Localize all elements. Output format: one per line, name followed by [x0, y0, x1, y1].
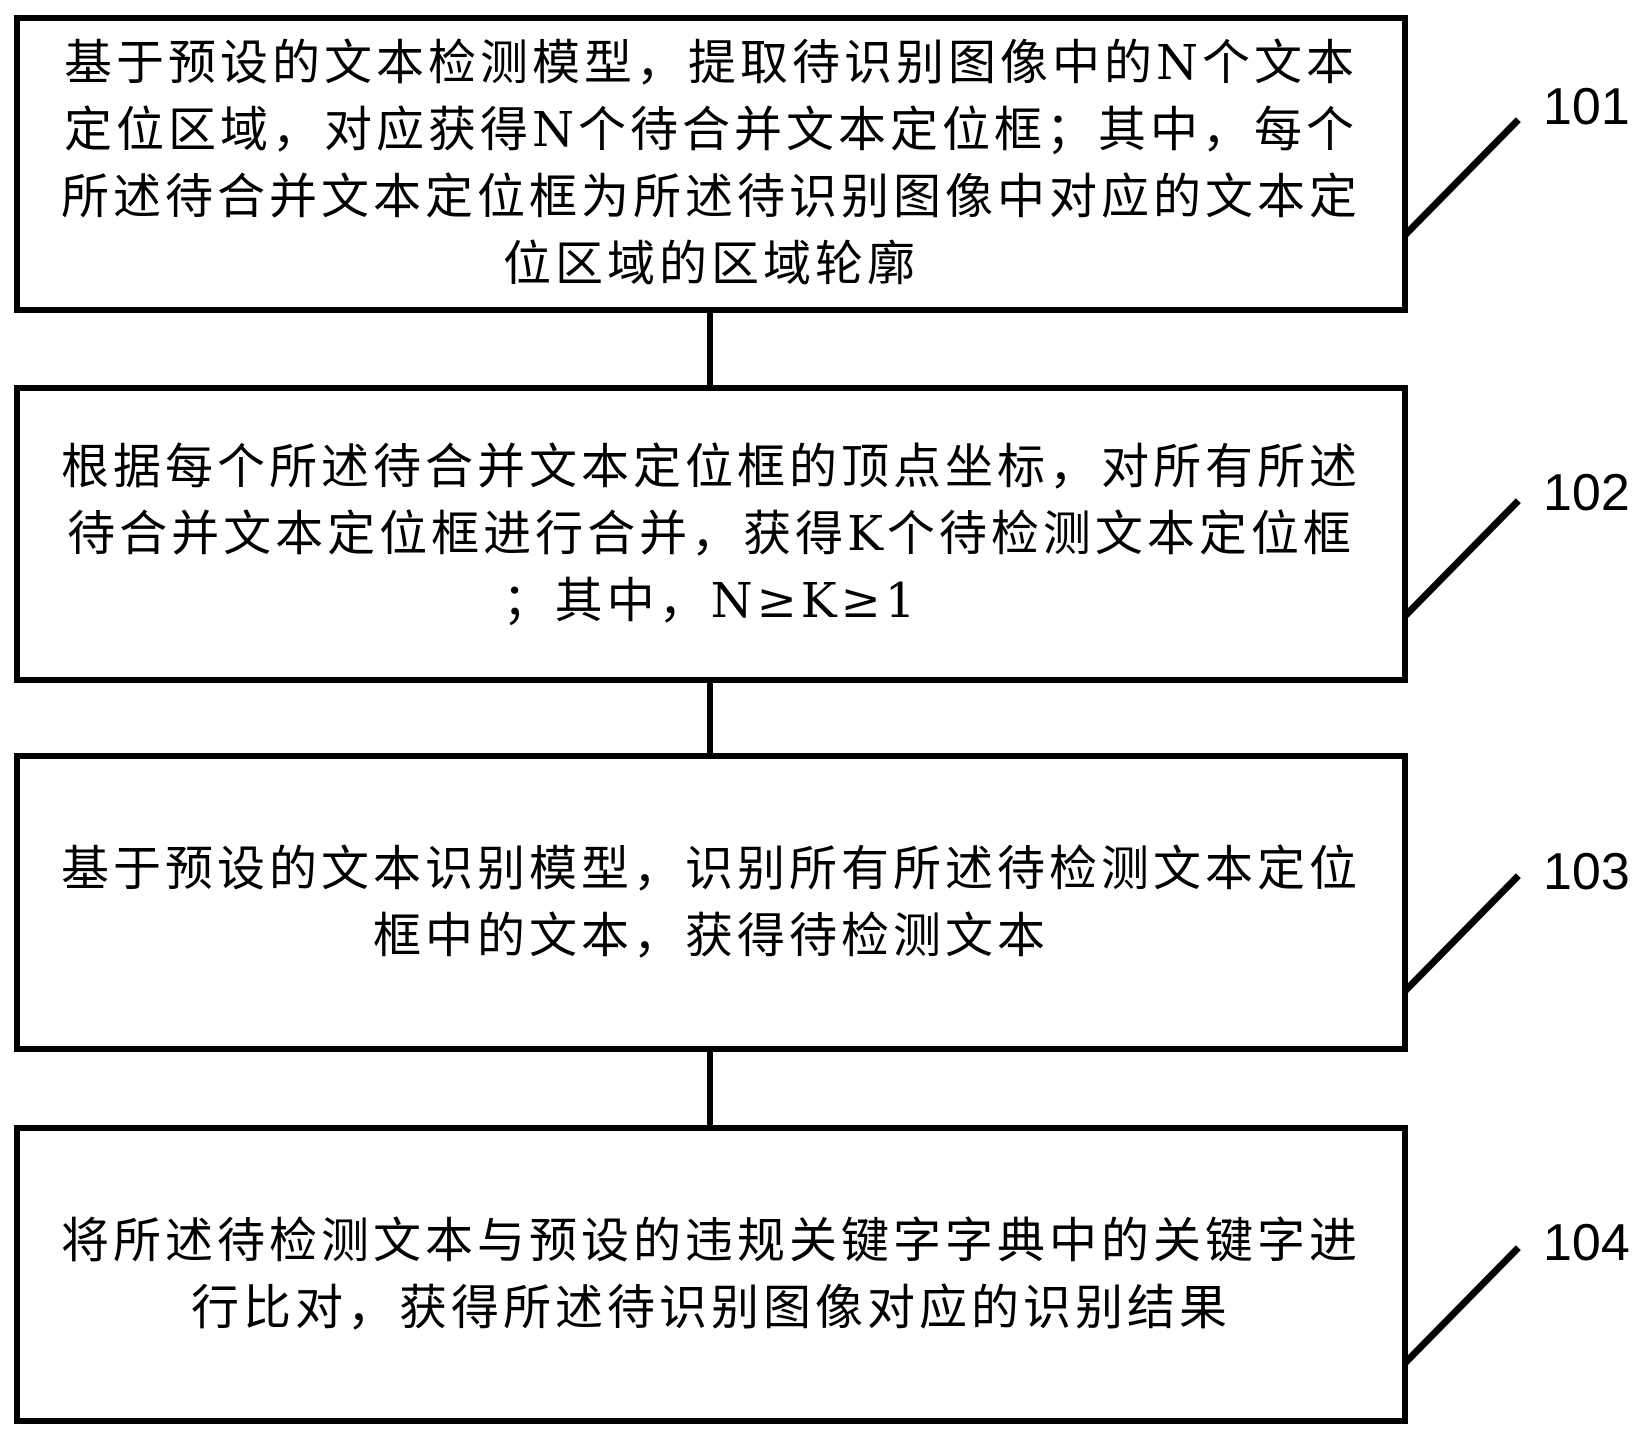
text-line: 根据每个所述待合并文本定位框的顶点坐标，对所有所述	[60, 438, 1361, 495]
step-text-104: 将所述待检测文本与预设的违规关键字字典中的关键字进 行比对，获得所述待识别图像对…	[20, 1208, 1402, 1342]
connector-103-104	[707, 1052, 713, 1125]
text-line: 框中的文本，获得待检测文本	[372, 907, 1049, 964]
step-box-103: 基于预设的文本识别模型，识别所有所述待检测文本定位 框中的文本，获得待检测文本	[14, 753, 1408, 1052]
text-line: 定位区域，对应获得N个待合并文本定位框；其中，每个	[63, 102, 1358, 158]
text-line: 待合并文本定位框进行合并，获得K个待检测文本定位框	[67, 505, 1355, 562]
step-label-104: 104	[1543, 1214, 1630, 1272]
text-line: 行比对，获得所述待识别图像对应的识别结果	[190, 1279, 1231, 1336]
text-line: 所述待合并文本定位框为所述待识别图像中对应的文本定	[60, 169, 1361, 225]
text-line: 基于预设的文本检测模型，提取待识别图像中的N个文本	[63, 35, 1358, 91]
step-label-102: 102	[1543, 464, 1630, 522]
text-line: 基于预设的文本识别模型，识别所有所述待检测文本定位	[60, 840, 1361, 897]
leader-line-104	[1403, 1245, 1521, 1365]
text-line: ；其中，N≥K≥1	[502, 572, 920, 629]
text-line: 位区域的区域轮廓	[502, 236, 919, 292]
leader-line-102	[1403, 498, 1521, 618]
step-text-102: 根据每个所述待合并文本定位框的顶点坐标，对所有所述 待合并文本定位框进行合并，获…	[20, 434, 1402, 635]
step-box-104: 将所述待检测文本与预设的违规关键字字典中的关键字进 行比对，获得所述待识别图像对…	[14, 1125, 1408, 1424]
step-box-101: 基于预设的文本检测模型，提取待识别图像中的N个文本 定位区域，对应获得N个待合并…	[14, 15, 1408, 313]
step-box-102: 根据每个所述待合并文本定位框的顶点坐标，对所有所述 待合并文本定位框进行合并，获…	[14, 385, 1408, 683]
text-line: 将所述待检测文本与预设的违规关键字字典中的关键字进	[60, 1212, 1361, 1269]
step-text-103: 基于预设的文本识别模型，识别所有所述待检测文本定位 框中的文本，获得待检测文本	[20, 836, 1402, 970]
step-text-101: 基于预设的文本检测模型，提取待识别图像中的N个文本 定位区域，对应获得N个待合并…	[20, 30, 1402, 298]
leader-line-101	[1403, 117, 1521, 237]
step-label-101: 101	[1543, 78, 1630, 136]
connector-101-102	[707, 313, 713, 385]
connector-102-103	[707, 683, 713, 753]
leader-line-103	[1403, 873, 1521, 993]
step-label-103: 103	[1543, 843, 1630, 901]
